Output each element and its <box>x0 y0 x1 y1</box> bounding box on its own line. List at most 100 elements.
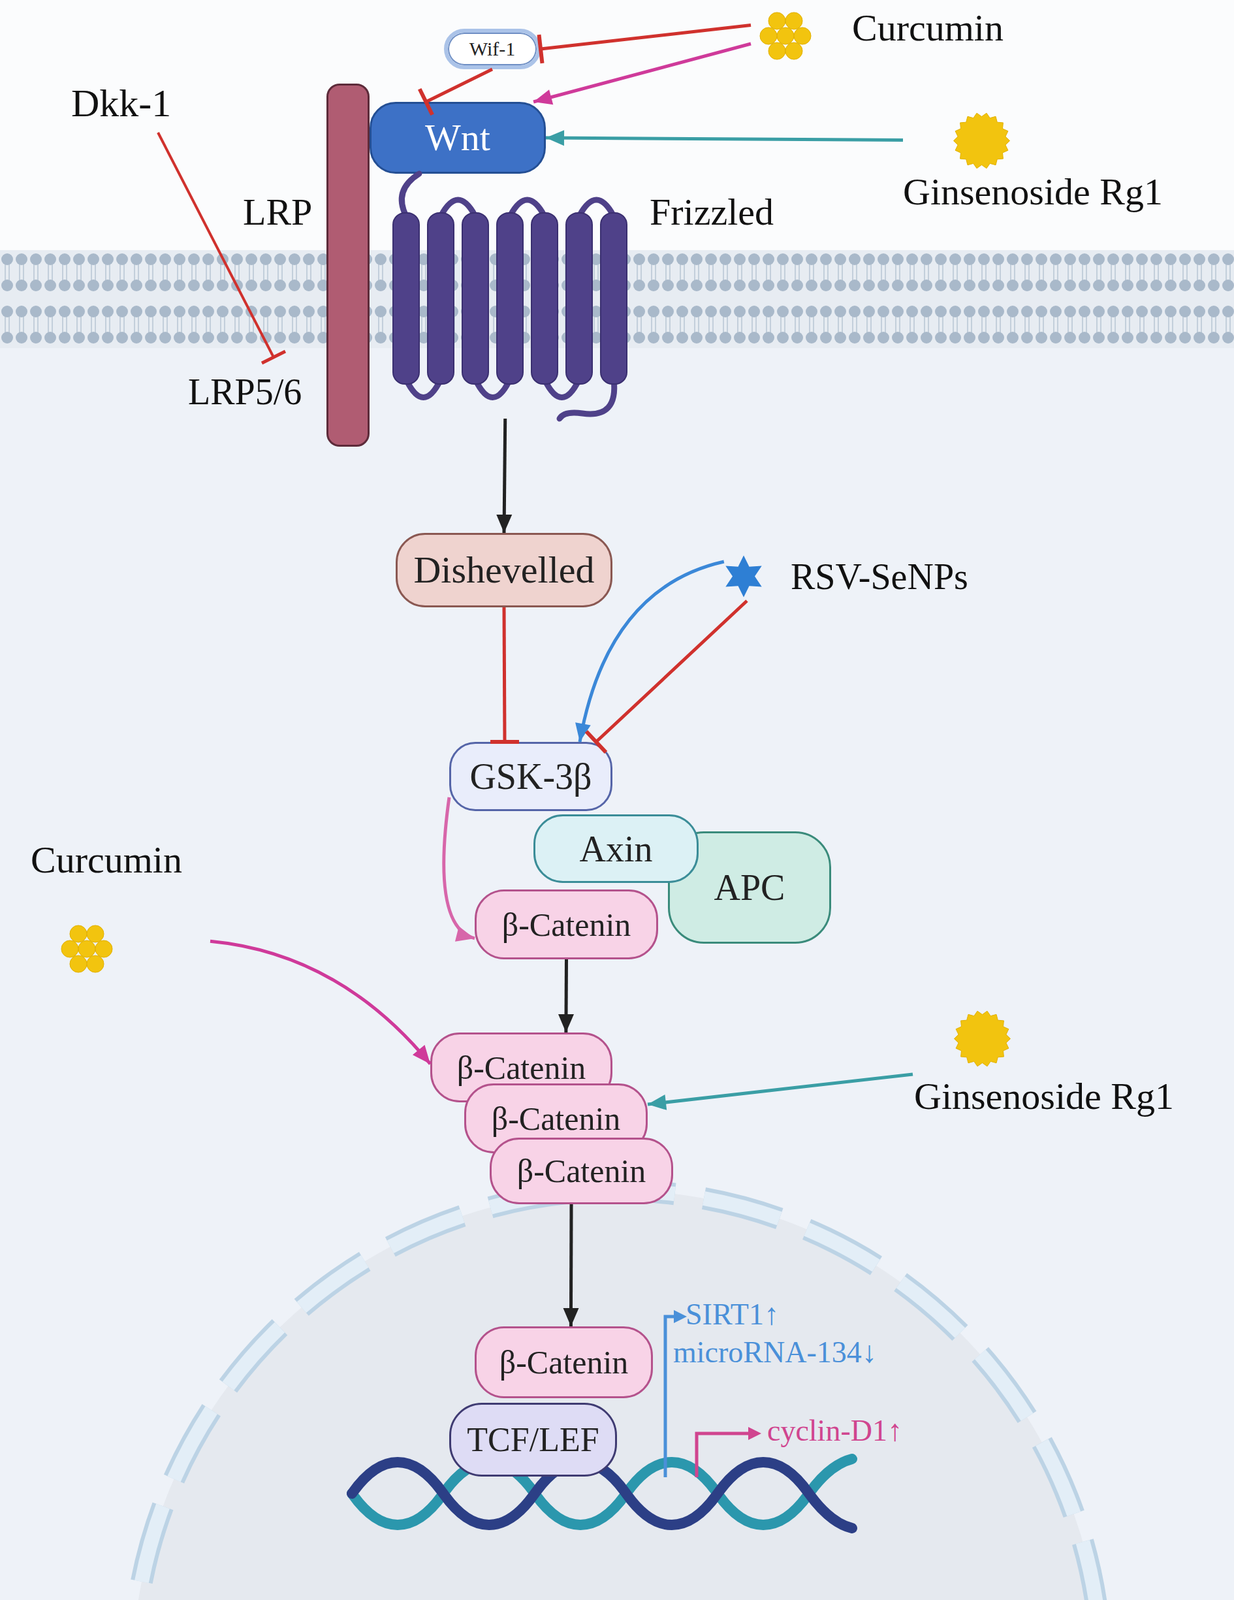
node-label: Curcumin <box>852 9 1004 48</box>
connector-line <box>533 43 751 102</box>
node-label: Ginsenoside Rg1 <box>914 1077 1174 1116</box>
node-label: Curcumin <box>30 840 183 879</box>
process-box: β-Catenin <box>474 1326 653 1398</box>
nanoparticle-star <box>725 555 762 598</box>
node-label: Wif-1 <box>469 39 516 59</box>
connector-line <box>579 561 725 742</box>
node-label: TCF/LEF <box>466 1422 599 1457</box>
arrow-head <box>533 89 554 105</box>
connector <box>558 959 574 1033</box>
compound: Curcumin <box>750 6 1052 69</box>
molecule-dot <box>95 940 113 958</box>
spiky-molecule <box>953 112 1011 169</box>
node-label: LRP <box>242 193 313 232</box>
inhibition-line <box>158 132 274 358</box>
compound-icon <box>722 555 766 597</box>
molecule-dot <box>776 27 794 45</box>
node-label: LRP5/6 <box>188 373 302 411</box>
molecule-dot <box>78 940 96 958</box>
annotation-label: microRNA-134↓ <box>673 1337 877 1368</box>
connector <box>443 797 475 942</box>
connector-line <box>569 1203 574 1327</box>
process-box: Dishevelled <box>395 532 613 608</box>
node-label: β-Catenin <box>499 1345 629 1379</box>
transmembrane-helix <box>531 212 558 384</box>
nuclear-envelope-inner <box>132 1190 1102 1600</box>
connector-line <box>425 69 493 102</box>
node-label: β-Catenin <box>457 1051 587 1084</box>
connector-line <box>210 940 431 1064</box>
connector-line <box>545 137 903 141</box>
node-label: GSK-3β <box>469 758 592 795</box>
co-receptor-bar <box>326 83 370 447</box>
connector-line <box>540 25 751 50</box>
connector <box>490 607 520 742</box>
process-box: Wif-1 <box>443 28 541 70</box>
n-terminus <box>401 173 420 217</box>
dna-strand <box>351 1461 853 1528</box>
node-label: Wnt <box>425 118 491 157</box>
c-terminus <box>559 379 615 419</box>
process-box: β-Catenin <box>489 1137 674 1204</box>
connector <box>563 1203 580 1327</box>
connector-line <box>443 797 475 939</box>
compound-icon <box>56 923 118 975</box>
arrow-head <box>545 129 565 146</box>
connector <box>545 129 903 146</box>
compound: Ginsenoside Rg1 <box>902 107 1210 213</box>
arrow-head <box>647 1094 667 1110</box>
node-label: β-Catenin <box>517 1154 647 1187</box>
node-label: Ginsenoside Rg1 <box>902 173 1163 211</box>
inhibition-bar <box>586 731 606 753</box>
inhibition-bar <box>419 88 433 115</box>
connector <box>647 1074 913 1110</box>
gene-arrow <box>696 1433 750 1477</box>
compound: Curcumin <box>30 840 211 986</box>
node-label: Dishevelled <box>413 551 595 589</box>
connector-line <box>647 1074 913 1105</box>
molecule-dot <box>759 27 777 45</box>
nuclear-envelope-outer <box>132 1190 1102 1600</box>
molecule-dot <box>768 42 786 60</box>
transmembrane-helix <box>393 212 420 384</box>
gene-arrow-head <box>673 1309 687 1323</box>
connector <box>533 43 751 105</box>
co-receptor: LRP LRP5/6 <box>182 83 370 447</box>
connector-line <box>564 959 569 1033</box>
arrow-head <box>455 925 475 941</box>
compound-icon <box>953 112 1011 170</box>
molecule-dot <box>785 42 803 60</box>
arrow-head <box>558 1013 574 1033</box>
inhibition-bar <box>490 739 520 744</box>
node-label: Frizzled <box>649 193 774 232</box>
transmembrane-helix <box>496 212 523 384</box>
connector-line <box>596 600 747 742</box>
gene-arrow-head <box>748 1426 762 1440</box>
connector-line <box>504 418 506 533</box>
annotation-label: cyclin-D1↑ <box>767 1415 903 1446</box>
node-label: β-Catenin <box>502 908 632 941</box>
connector <box>586 600 747 753</box>
compound-icon <box>953 1010 1011 1067</box>
molecule-dot <box>793 27 811 45</box>
arrow-head <box>496 514 512 533</box>
annotation-label: SIRT1↑ <box>685 1299 779 1330</box>
compound: RSV-SeNPs <box>718 551 1006 601</box>
process-box: Axin <box>533 814 699 883</box>
receptor: Frizzled <box>393 183 798 419</box>
transmembrane-helix <box>462 212 489 384</box>
transmembrane-helix <box>600 212 627 384</box>
inhibition-bar <box>261 351 286 364</box>
molecule-dot <box>69 925 87 943</box>
connector <box>210 940 431 1064</box>
connector <box>575 561 725 742</box>
node-label: Axin <box>579 830 653 868</box>
molecule-dot <box>768 12 786 30</box>
process-box: GSK-3β <box>449 741 613 811</box>
compound: Ginsenoside Rg1 <box>912 1005 1214 1120</box>
molecule-dot <box>86 925 104 943</box>
connector-line <box>504 607 505 742</box>
molecule-dot <box>86 955 104 973</box>
molecule-dot <box>69 955 87 973</box>
